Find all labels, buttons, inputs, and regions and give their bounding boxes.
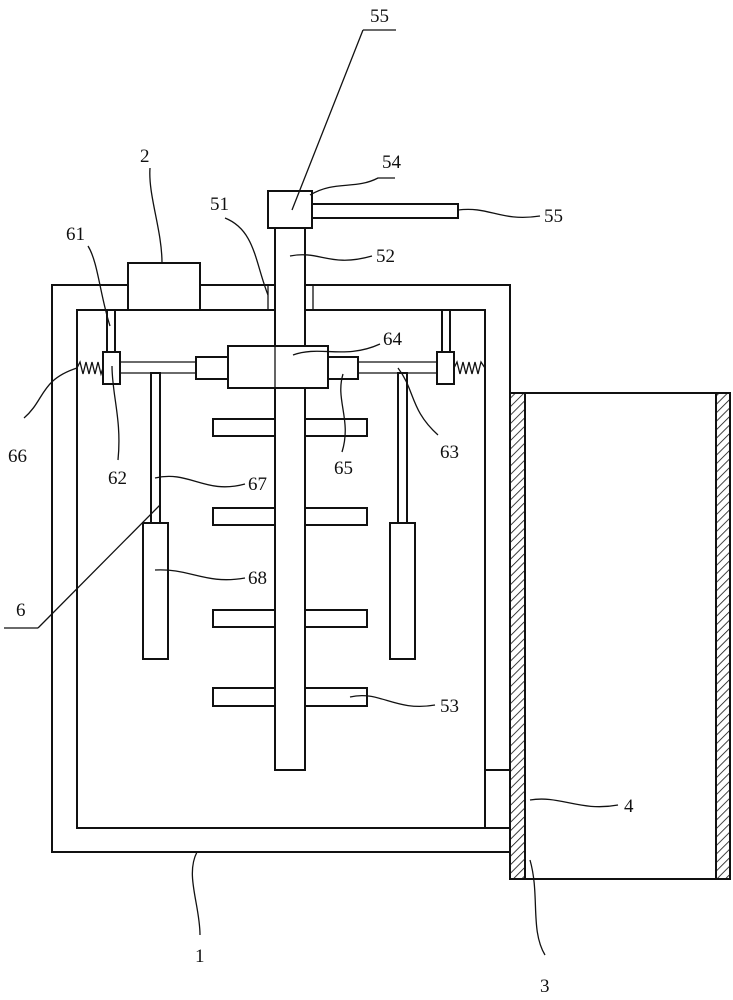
label-body: 1 <box>195 946 205 967</box>
shaft <box>274 227 306 771</box>
labels: 55 54 55 51 52 2 61 64 62 65 63 66 67 6 … <box>8 6 634 997</box>
label-collector: 3 <box>540 976 550 997</box>
label-outlet: 4 <box>624 796 634 817</box>
label-cross-bar: 63 <box>440 442 459 463</box>
motor <box>127 262 201 311</box>
handle <box>311 203 459 219</box>
label-guide-rail: 61 <box>66 224 85 245</box>
label-rod: 67 <box>248 474 267 495</box>
scraper <box>142 522 416 660</box>
label-cam: 64 <box>383 329 403 350</box>
label-stir-top: 55 <box>370 6 389 27</box>
spring <box>76 360 486 377</box>
bearing <box>267 190 313 229</box>
outlet <box>484 769 511 829</box>
leader-lines <box>4 29 619 956</box>
collector <box>509 392 731 880</box>
label-spring: 66 <box>8 446 27 467</box>
label-motor: 2 <box>140 146 150 167</box>
label-slider: 62 <box>108 468 127 489</box>
label-mechanism: 6 <box>16 600 26 621</box>
label-paddle: 53 <box>440 696 459 717</box>
label-lug: 65 <box>334 458 353 479</box>
label-handle: 55 <box>544 206 563 227</box>
cam <box>227 345 329 389</box>
label-bracket: 51 <box>210 194 229 215</box>
label-bearing: 54 <box>382 152 402 173</box>
bracket <box>267 285 314 310</box>
label-shaft: 52 <box>376 246 395 267</box>
label-scraper: 68 <box>248 568 267 589</box>
